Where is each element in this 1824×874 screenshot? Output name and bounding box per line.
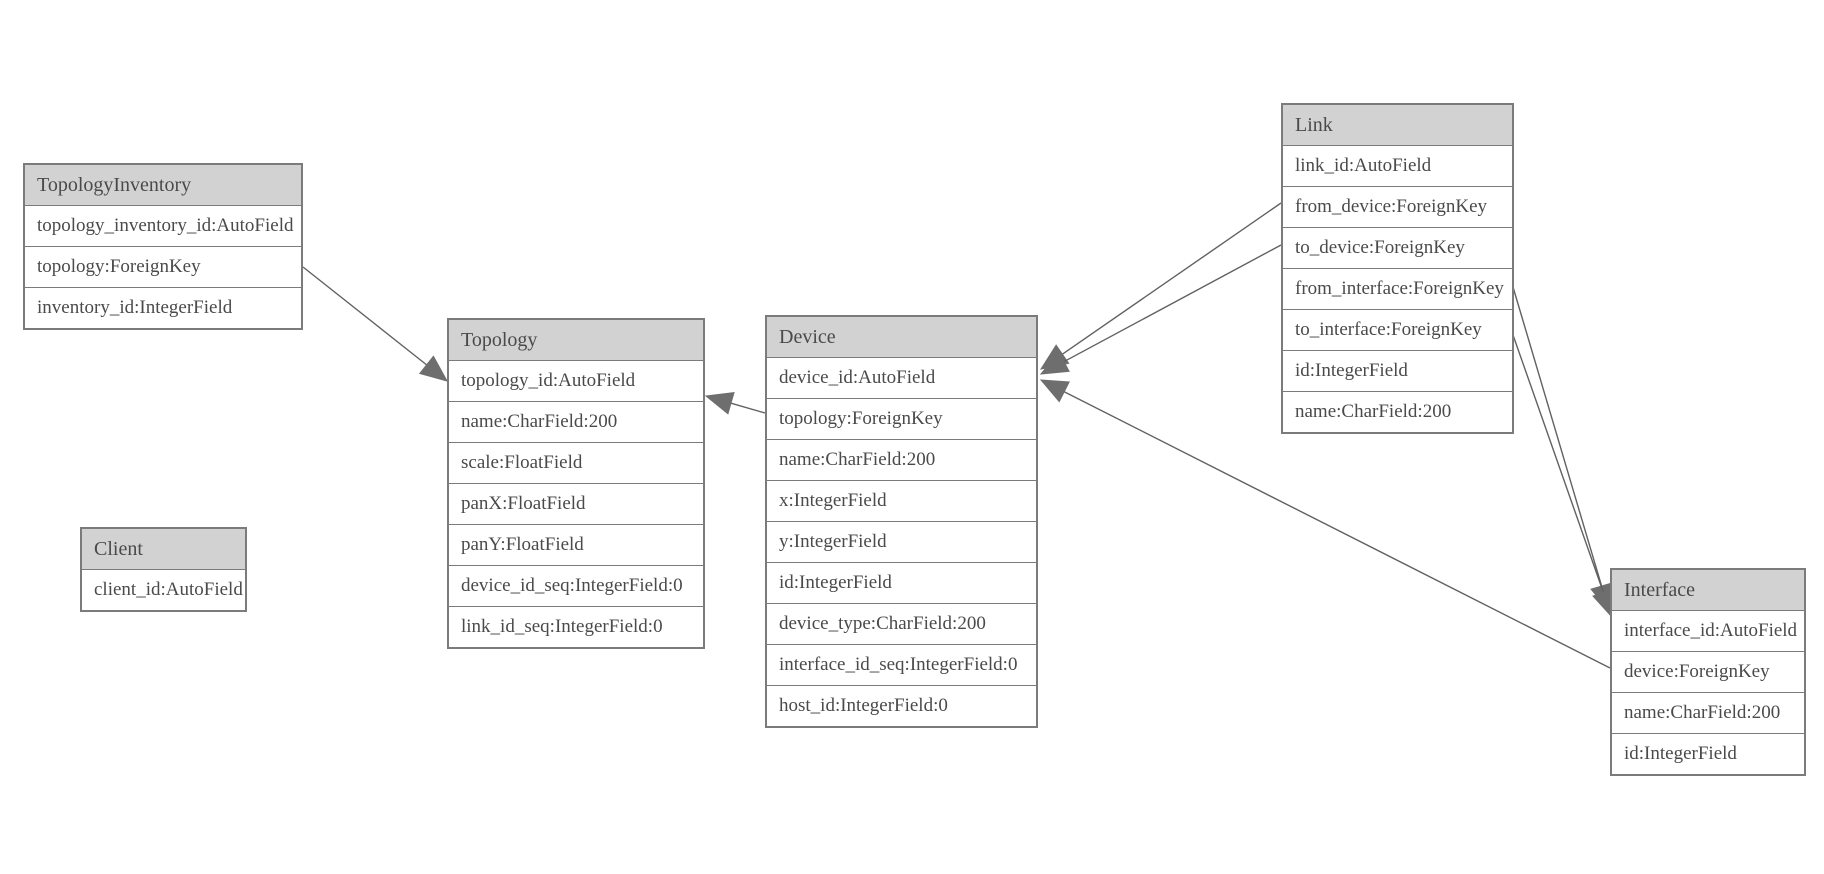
edge-interface-device xyxy=(1063,391,1611,669)
arrowhead-device-topology xyxy=(704,392,735,415)
field-row: id:IntegerField xyxy=(1283,351,1512,392)
field-row: device:ForeignKey xyxy=(1612,652,1804,693)
field-row: name:CharField:200 xyxy=(449,402,703,443)
field-row: panX:FloatField xyxy=(449,484,703,525)
field-row: topology_inventory_id:AutoField xyxy=(25,206,301,247)
field-row: topology_id:AutoField xyxy=(449,361,703,402)
edge-link-to-device-device xyxy=(1063,244,1282,363)
table-title: TopologyInventory xyxy=(25,165,301,206)
table-title: Client xyxy=(82,529,245,570)
field-row: name:CharField:200 xyxy=(1283,392,1512,432)
field-row: panY:FloatField xyxy=(449,525,703,566)
table-title: Link xyxy=(1283,105,1512,146)
field-row: device_id_seq:IntegerField:0 xyxy=(449,566,703,607)
edge-topologyinventory-topology xyxy=(302,266,428,366)
field-row: to_device:ForeignKey xyxy=(1283,228,1512,269)
field-row: id:IntegerField xyxy=(1612,734,1804,774)
field-row: interface_id:AutoField xyxy=(1612,611,1804,652)
field-row: from_interface:ForeignKey xyxy=(1283,269,1512,310)
field-row: interface_id_seq:IntegerField:0 xyxy=(767,645,1036,686)
edge-device-topology xyxy=(730,402,766,414)
arrowhead-interface-device xyxy=(1039,379,1070,403)
field-row: x:IntegerField xyxy=(767,481,1036,522)
arrowhead-topologyinventory-topology xyxy=(418,355,449,382)
field-row: device_type:CharField:200 xyxy=(767,604,1036,645)
edge-link-to-interface-interface xyxy=(1512,334,1605,593)
table-title: Interface xyxy=(1612,570,1804,611)
field-row: to_interface:ForeignKey xyxy=(1283,310,1512,351)
field-row: scale:FloatField xyxy=(449,443,703,484)
field-row: name:CharField:200 xyxy=(1612,693,1804,734)
field-row: topology:ForeignKey xyxy=(767,399,1036,440)
field-row: device_id:AutoField xyxy=(767,358,1036,399)
field-row: link_id_seq:IntegerField:0 xyxy=(449,607,703,647)
edge-link-from-device-device xyxy=(1061,202,1282,355)
field-row: host_id:IntegerField:0 xyxy=(767,686,1036,726)
field-row: from_device:ForeignKey xyxy=(1283,187,1512,228)
field-row: client_id:AutoField xyxy=(82,570,245,610)
field-row: id:IntegerField xyxy=(767,563,1036,604)
table-title: Topology xyxy=(449,320,703,361)
field-row: y:IntegerField xyxy=(767,522,1036,563)
field-row: topology:ForeignKey xyxy=(25,247,301,288)
arrowhead-link-to-device-device xyxy=(1039,351,1070,375)
field-row: name:CharField:200 xyxy=(767,440,1036,481)
field-row: link_id:AutoField xyxy=(1283,146,1512,187)
field-row: inventory_id:IntegerField xyxy=(25,288,301,328)
table-title: Device xyxy=(767,317,1036,358)
edge-link-from-interface-interface xyxy=(1512,286,1603,587)
